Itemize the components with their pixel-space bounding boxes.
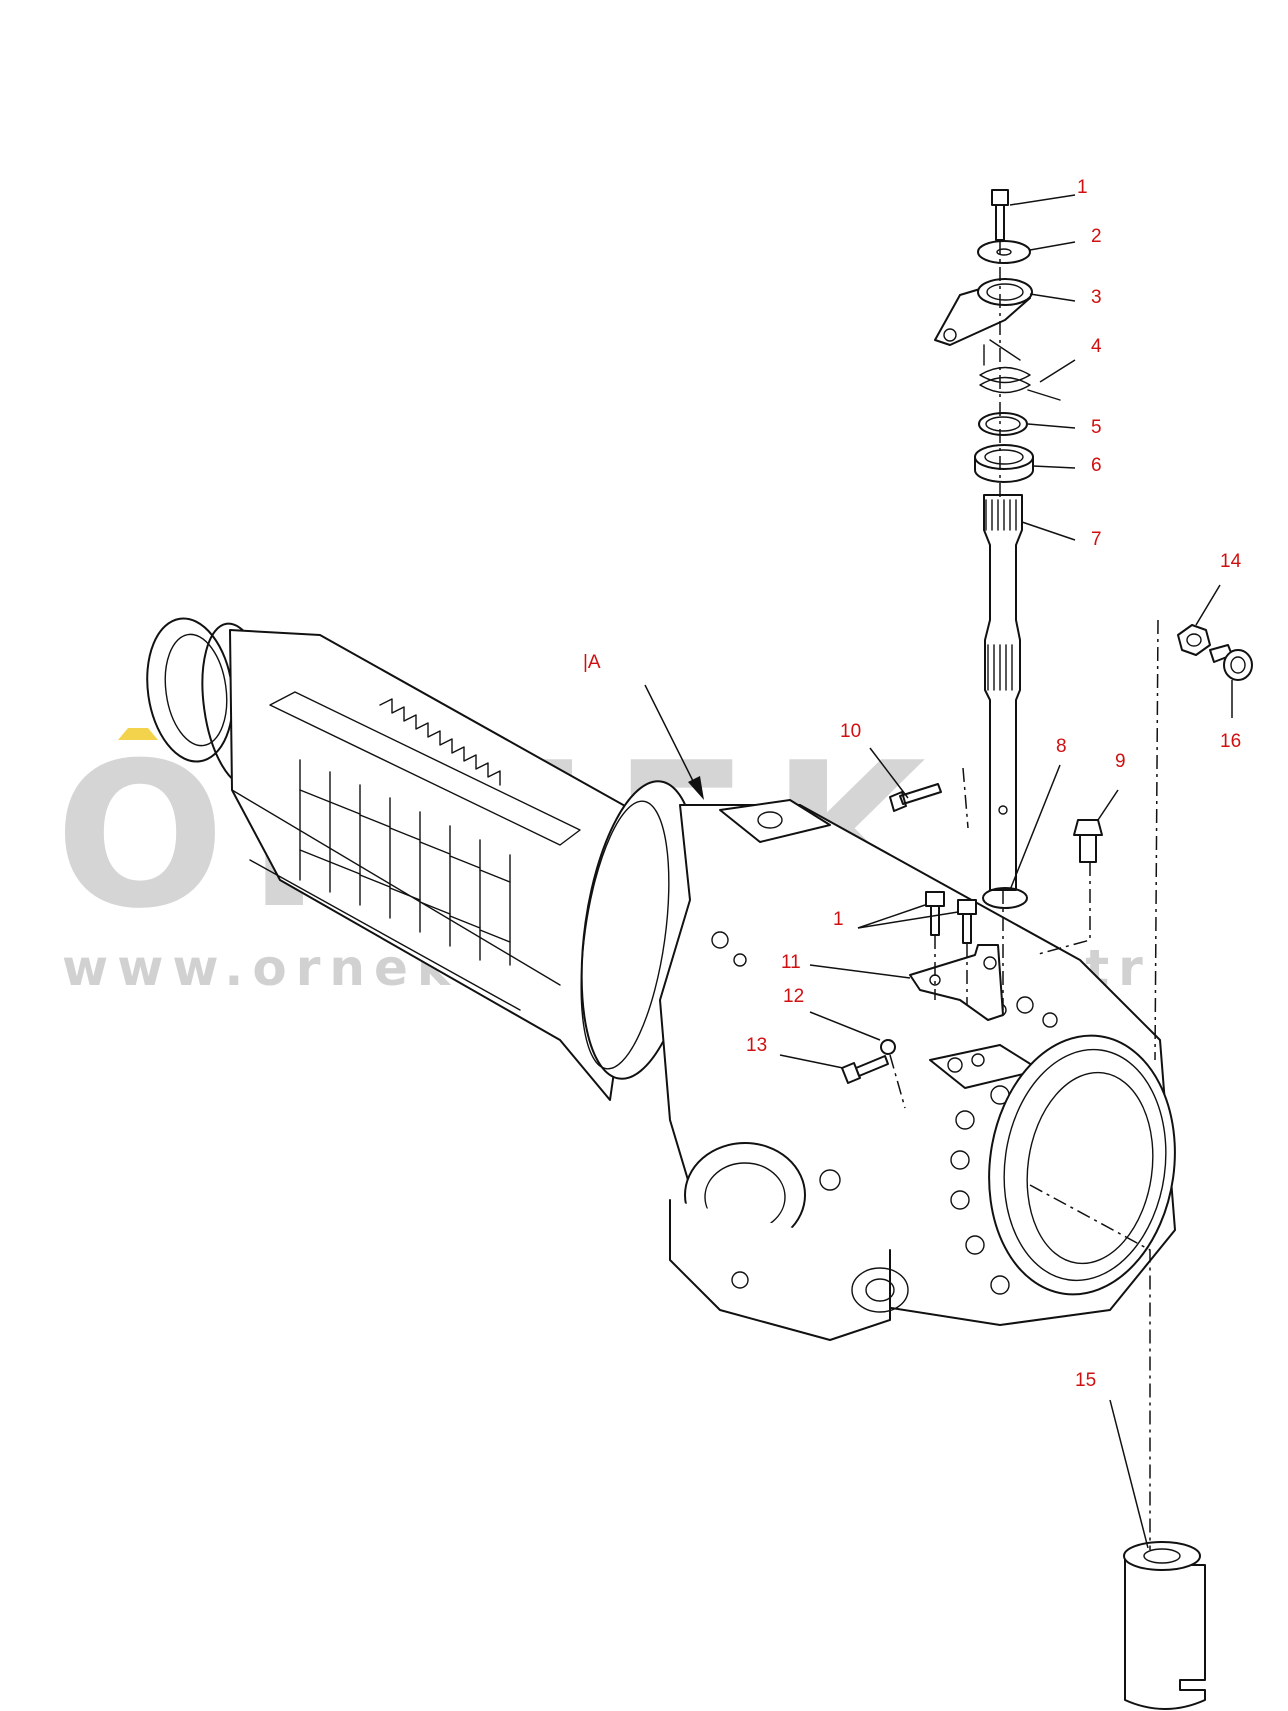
view-label: |A [583,652,601,673]
callout-12: 12 [783,986,804,1007]
callout-3: 3 [1091,287,1102,308]
callout-7: 7 [1091,529,1102,550]
callout-13: 13 [746,1035,767,1056]
right-parts [1123,624,1253,1710]
part-plug [1073,819,1103,863]
watermark-accent-left [118,728,158,740]
bracket-group [841,783,1103,1084]
part-side-bolt [889,783,942,812]
part-small-oring [982,887,1028,909]
leader-lines [779,194,1233,1549]
part-oring [978,412,1028,436]
carrier-housing [659,799,1176,1341]
callouts: 1 2 3 4 5 6 7 8 9 10 1 11 12 13 14 15 16 [746,177,1242,1391]
callout-2: 2 [1091,226,1102,247]
callout-15: 15 [1075,1370,1096,1391]
part-ball [880,1039,896,1055]
callout-1: 1 [1077,177,1088,198]
callout-11: 11 [781,952,801,973]
callout-9: 9 [1115,751,1126,772]
part-washer [977,240,1031,264]
shaft-stack [934,189,1061,909]
center-lines [889,240,1159,1550]
callout-8: 8 [1056,736,1067,757]
callout-16: 16 [1220,731,1241,752]
part-nut [1177,624,1211,656]
view-arrow: |A [583,652,704,800]
callout-4: 4 [1091,336,1102,357]
part-shaft [983,494,1023,891]
part-bolt-top [991,189,1009,241]
part-screw [841,1055,889,1084]
callout-14: 14 [1220,551,1242,572]
callout-5: 5 [1091,417,1102,438]
part-spring [979,339,1061,401]
part-bracket [909,944,1004,1021]
view-arrow-head [688,776,704,800]
callout-6: 6 [1091,455,1102,476]
part-pin [1124,1554,1206,1710]
axle-housing [146,617,700,1101]
callout-1b: 1 [833,909,844,930]
callout-10: 10 [840,721,861,742]
